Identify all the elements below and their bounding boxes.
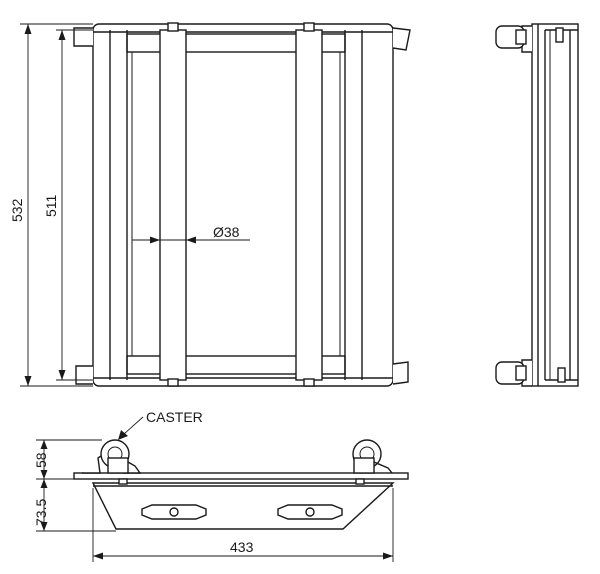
caster-label: CASTER: [146, 409, 203, 425]
right-roller-bottom-bolt: [303, 378, 315, 387]
caster-tab-top-right: [392, 27, 411, 51]
right-handle: [277, 504, 343, 520]
dim-58-arrow-top: [40, 440, 48, 449]
bottom-left-caster: [82, 439, 142, 474]
overall-width-dimension: 433: [92, 488, 394, 562]
front-view: [73, 22, 411, 387]
right-caster-mount: [353, 457, 375, 474]
right-handle-knob: [305, 507, 315, 517]
diameter-dimension: Ø38: [132, 224, 250, 244]
inner-height-dimension: 511: [43, 29, 93, 381]
diameter-label: Ø38: [213, 224, 240, 240]
dim-511-arrow-top: [58, 30, 66, 40]
diameter-arrow-right: [186, 236, 196, 244]
caster-tab-bottom-right: [392, 361, 409, 385]
bottom-right-bolt: [355, 478, 365, 485]
dim-58-arrow-bottom: [40, 470, 48, 479]
overall-height-dimension: 532: [9, 23, 93, 387]
caster-leader-arrow: [118, 430, 128, 440]
dim-433-label: 433: [230, 539, 254, 555]
base-height-dimension: 73.5: [33, 479, 116, 532]
dim-433-arrow-left: [93, 552, 103, 560]
left-bolt: [118, 478, 128, 485]
dim-58-label: 58: [33, 452, 49, 468]
side-bottom-fastener: [557, 367, 566, 383]
right-bolt: [355, 478, 365, 485]
bottom-caster-hub: [515, 365, 527, 381]
bottom-view: [36, 439, 409, 530]
top-caster-hub: [515, 29, 527, 45]
caster-callout: CASTER: [118, 409, 203, 440]
dim-735-arrow-bottom: [40, 522, 48, 531]
diameter-arrow-left: [150, 236, 160, 244]
right-roller: [295, 29, 323, 381]
dim-433-arrow-right: [383, 552, 393, 560]
front-outer-frame: [92, 23, 394, 387]
dim-735-arrow-top: [40, 479, 48, 488]
left-roller-bottom-bolt: [167, 378, 179, 387]
side-panel-outer: [531, 23, 579, 387]
right-roller-top-bolt: [303, 22, 315, 32]
left-roller: [159, 29, 187, 381]
caster-tab-top-left: [73, 27, 93, 47]
left-roller-top-bolt: [167, 22, 179, 32]
side-top-fastener: [555, 27, 564, 43]
top-cross-member: [126, 33, 346, 53]
dim-532-arrow-bottom: [24, 376, 32, 386]
dim-735-label: 73.5: [33, 499, 49, 526]
side-view: [495, 23, 579, 387]
bottom-cross-member: [126, 355, 346, 375]
caster-tab-bottom-left: [75, 365, 93, 385]
right-caster-brace: [373, 461, 393, 474]
bottom-right-caster: [352, 439, 393, 474]
dim-532-arrow-top: [24, 24, 32, 34]
tray-body: [91, 482, 395, 530]
side-top-caster: [495, 25, 532, 53]
dim-532-label: 532: [9, 198, 25, 222]
caster-height-dimension: 58: [33, 439, 102, 479]
bottom-left-bolt: [118, 478, 128, 485]
dim-511-label: 511: [43, 194, 59, 217]
left-caster-mount: [107, 457, 129, 474]
left-handle: [141, 504, 207, 520]
dim-511-arrow-bottom: [58, 370, 66, 380]
caster-leader: [123, 416, 144, 435]
side-bottom-caster: [495, 359, 532, 387]
left-handle-knob: [169, 507, 179, 517]
base-plate: [73, 472, 409, 480]
